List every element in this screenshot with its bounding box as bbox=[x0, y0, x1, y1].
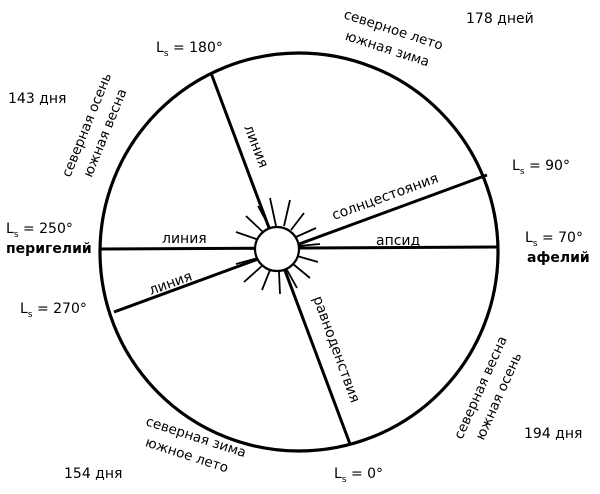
northern-winter-label: северная зима южное лето bbox=[143, 414, 248, 477]
northern-summer-label: северное лето южная зима bbox=[342, 7, 445, 71]
days-154-label: 154 дня bbox=[64, 466, 122, 482]
ls-90-label: Ls = 90° bbox=[512, 158, 570, 177]
svg-text:линия: линия bbox=[147, 268, 195, 298]
ls-180-label: Ls = 180° bbox=[156, 40, 223, 59]
ls-270-label: Ls = 270° bbox=[20, 301, 87, 320]
northern-autumn-label: северная осень южная весна bbox=[59, 71, 131, 180]
ls-70-label: Ls = 70° bbox=[525, 230, 583, 249]
sun-icon bbox=[231, 197, 321, 295]
days-143-label: 143 дня bbox=[8, 91, 66, 107]
orbit-circle bbox=[98, 51, 500, 453]
aphelion-label: афелий bbox=[527, 250, 590, 266]
svg-text:равноденствия: равноденствия bbox=[309, 294, 363, 405]
apsid-line-label-left: линия bbox=[162, 231, 207, 247]
days-178-label: 178 дней bbox=[466, 11, 534, 27]
solstice-line bbox=[113, 173, 488, 314]
ls-0-label: Ls = 0° bbox=[334, 466, 383, 485]
ls-250-label: Ls = 250° bbox=[6, 221, 73, 240]
equinox-line-label-bottom: равноденствия bbox=[309, 294, 363, 405]
days-194-label: 194 дня bbox=[524, 426, 582, 442]
apsid-line-label-right: апсид bbox=[376, 233, 420, 249]
northern-spring-label: северная весна южная осень bbox=[451, 334, 525, 443]
solstice-line-label-left: линия bbox=[147, 268, 195, 298]
perihelion-label: перигелий bbox=[6, 241, 92, 257]
